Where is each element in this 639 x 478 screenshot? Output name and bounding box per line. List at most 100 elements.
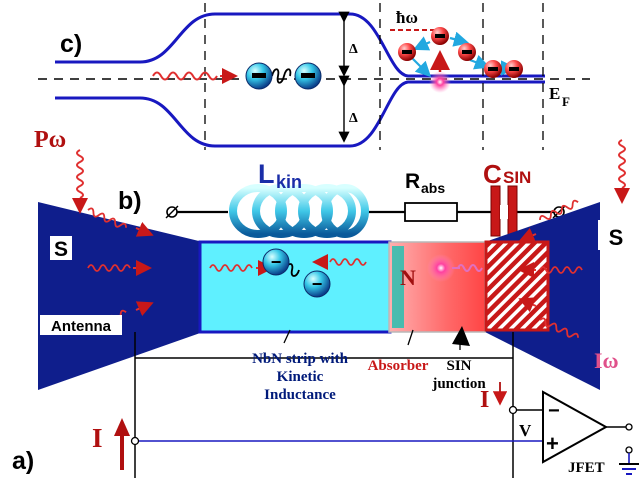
qp-arrow-5 bbox=[411, 57, 432, 78]
fermi-label: E bbox=[549, 84, 560, 103]
rabs-label-sub: abs bbox=[421, 180, 445, 196]
strip-caption-line-1: NbN strip with bbox=[252, 351, 349, 367]
current-arrow-left-head bbox=[114, 418, 130, 436]
absorber-label: Absorber bbox=[368, 358, 429, 374]
left-antenna bbox=[38, 202, 203, 390]
minus-sign-1 bbox=[252, 73, 266, 78]
sin-pointer-head bbox=[452, 326, 470, 346]
qp-arrow-3 bbox=[469, 54, 491, 70]
coil-turn-5 bbox=[321, 184, 369, 238]
strip-electron-2-sign: − bbox=[312, 274, 323, 294]
upper-band-edge bbox=[55, 12, 545, 78]
qp-minus-2 bbox=[402, 50, 412, 54]
wave-strip-right bbox=[329, 258, 367, 266]
s-left-label: S bbox=[54, 238, 68, 261]
arrow-wave-left-1 bbox=[135, 221, 154, 237]
wave-left-2 bbox=[87, 264, 131, 272]
sin-junction-line-2: junction bbox=[431, 376, 486, 392]
nbn-strip bbox=[198, 240, 392, 334]
terminal-slash-right bbox=[552, 205, 566, 219]
photon-wave-band bbox=[152, 71, 218, 81]
minus-sign-2 bbox=[301, 73, 315, 78]
strip-electron-1 bbox=[262, 248, 290, 276]
coil-gap bbox=[228, 207, 368, 217]
strip-pointer bbox=[283, 329, 291, 344]
right-incident-wave bbox=[618, 139, 626, 189]
current-label-right: I bbox=[480, 387, 489, 413]
delta-top-label: Δ bbox=[349, 42, 358, 57]
wave-right-2 bbox=[539, 266, 583, 274]
jfet-amplifier bbox=[542, 390, 609, 464]
panel-c-label: c) bbox=[60, 30, 82, 58]
s-left-box bbox=[50, 236, 72, 260]
lkin-label: L bbox=[258, 159, 275, 189]
delta-bottom-label: Δ bbox=[349, 111, 358, 126]
wave-right-3 bbox=[539, 317, 579, 338]
strip-caption-line-2: Kinetic bbox=[277, 369, 324, 385]
jfet-label: JFET bbox=[568, 460, 605, 476]
capacitor-plate-1 bbox=[490, 185, 501, 237]
wave-strip-left bbox=[209, 264, 253, 272]
antenna-waves-right bbox=[539, 199, 583, 338]
hot-spot-glow bbox=[427, 254, 455, 282]
node-right bbox=[508, 405, 518, 415]
antenna-label: Antenna bbox=[51, 318, 112, 335]
n-label: N bbox=[400, 265, 416, 290]
incident-radiation-left bbox=[72, 149, 88, 214]
arrow-wave-right-1 bbox=[518, 227, 537, 243]
kinetic-inductor-coil bbox=[228, 184, 369, 238]
qp-arrow-2 bbox=[449, 31, 470, 47]
wiring bbox=[134, 332, 543, 478]
qp-minus-4 bbox=[488, 67, 498, 71]
csin-label-sub: SIN bbox=[503, 168, 531, 187]
capacitor-gap bbox=[500, 205, 508, 219]
s-right-label: S bbox=[609, 225, 624, 250]
quasiparticles bbox=[398, 27, 523, 78]
panel-a-label: a) bbox=[12, 447, 34, 475]
s-right-box bbox=[598, 220, 634, 250]
p-omega-label: Pω bbox=[34, 127, 66, 153]
amp-plus-label: + bbox=[546, 431, 559, 456]
sin-junction-block bbox=[484, 240, 550, 332]
wave-right-1 bbox=[539, 199, 579, 221]
node-left bbox=[130, 436, 140, 446]
voltage-label: V bbox=[519, 421, 532, 440]
wave-sin bbox=[457, 264, 483, 272]
device-layout: − − S S Antenna Pω Iω bbox=[12, 127, 639, 478]
cooper-pair-bond bbox=[271, 68, 292, 84]
coil-turn-4 bbox=[298, 184, 356, 238]
rabs-label: R bbox=[405, 170, 420, 193]
hbar-omega-label: ħω bbox=[396, 8, 418, 27]
strip-electron-1-sign: − bbox=[271, 252, 282, 272]
lower-band-edge bbox=[55, 80, 545, 148]
equivalent-circuit: L kin R abs C SIN b) bbox=[118, 159, 566, 238]
antenna-label-box bbox=[40, 315, 122, 335]
terminal-slash-left bbox=[165, 205, 179, 219]
qp-arrow-1 bbox=[413, 36, 431, 51]
absorber-pointer bbox=[407, 329, 414, 346]
qp-minus-1 bbox=[435, 34, 445, 38]
p-omega-wave bbox=[76, 149, 84, 199]
amp-minus-label: − bbox=[548, 400, 560, 422]
capacitor-plate-2 bbox=[507, 185, 518, 237]
qp-minus-5 bbox=[509, 67, 519, 71]
strip-electron-2 bbox=[303, 270, 331, 298]
csin-label: C bbox=[483, 159, 502, 189]
arrow-wave-left-3 bbox=[135, 301, 154, 317]
wave-left-1 bbox=[87, 207, 127, 228]
strip-caption-line-3: Inductance bbox=[264, 387, 336, 403]
qp-minus-3 bbox=[462, 50, 472, 54]
fermi-label-sub: F bbox=[562, 94, 570, 109]
amp-output-node bbox=[625, 423, 633, 431]
absorber-edge bbox=[392, 246, 404, 328]
current-label-left: I bbox=[92, 423, 103, 453]
absorbed-photon-glow bbox=[429, 71, 451, 93]
i-omega-label: Iω bbox=[594, 348, 619, 373]
arrow-wave-right-3 bbox=[518, 297, 537, 313]
band-diagram: Δ Δ E F ħω c) bbox=[38, 3, 590, 150]
lkin-label-sub: kin bbox=[276, 172, 302, 192]
panel-b-label: b) bbox=[118, 187, 142, 215]
sin-junction-line-1: SIN bbox=[446, 358, 471, 374]
